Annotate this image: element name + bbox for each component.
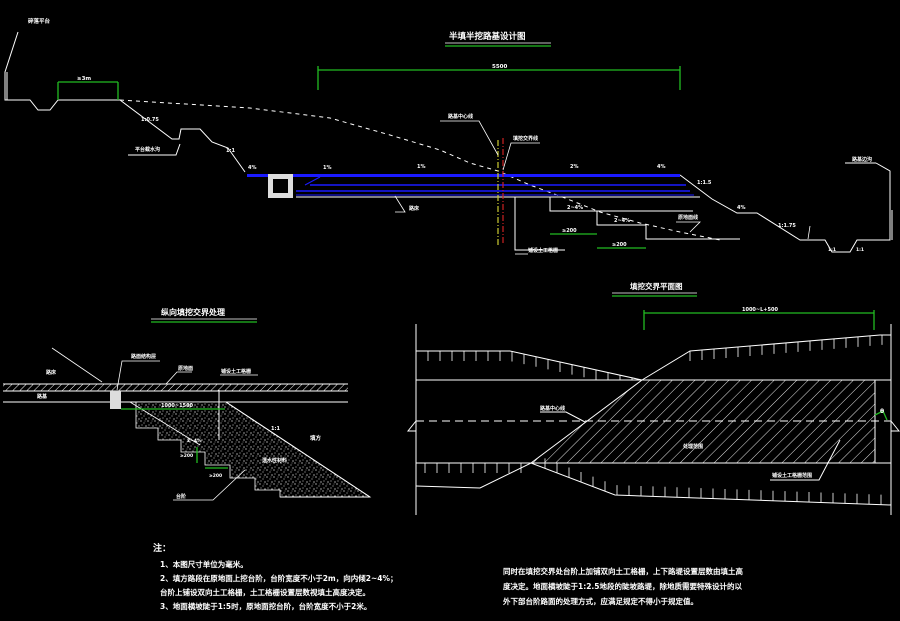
- pavement-hatched-layer: [3, 384, 348, 391]
- step-width-label: ≥200: [209, 473, 222, 479]
- base-label: 路床: [409, 205, 420, 212]
- left-ditch-base: [128, 143, 181, 156]
- note-item-2: 2、填方路段在原地面上挖台阶，台阶宽度不小于2m，向内倾2~4%；: [160, 574, 398, 583]
- right-note-3: 外下部台阶路面的处理方式，应满足规定不得小于规定值。: [503, 597, 698, 606]
- geogrid-label: 铺设土工格栅: [528, 247, 558, 254]
- base-label-left: 路基: [37, 393, 48, 400]
- plan-centerline-label: 路基中心线: [540, 405, 565, 412]
- pavement-top: [247, 174, 680, 177]
- pavement-ramp: [304, 176, 321, 186]
- cut-slope-label: 1:0.75: [141, 117, 159, 123]
- slope-label-2: 1%: [417, 164, 426, 170]
- step-height-label: ≥200: [180, 453, 193, 459]
- top-left-label: 碎落平台: [28, 17, 51, 25]
- left-terrain-line: [4, 31, 246, 173]
- hachures: [424, 334, 883, 505]
- right-note-1: 同时在填挖交界处台阶上加铺双向土工格栅，上下路堤设置层数由填土高: [503, 567, 743, 576]
- fill-label: 填方: [310, 434, 322, 442]
- cross-section-title: 半填半挖路基设计图: [449, 31, 526, 42]
- notes-heading: 注：: [153, 544, 172, 554]
- ditch-slope-1: 1:1: [828, 247, 836, 253]
- length-dim-label: 1000~1500: [161, 403, 194, 409]
- note-item-1: 1、本图尺寸单位为毫米。: [160, 560, 248, 569]
- drain-block: [110, 391, 121, 409]
- surface-label: 原地面: [178, 365, 193, 372]
- plan-length-label: 1000~L+500: [742, 307, 778, 313]
- right-top-label: 路基边沟: [852, 156, 872, 163]
- slope-label-4: 4%: [657, 164, 666, 170]
- step-width-2: ≥200: [612, 242, 627, 248]
- cross-section: [4, 31, 893, 253]
- longitudinal-title: 纵向填挖交界处理: [161, 307, 225, 317]
- slope-label-1: 1%: [323, 165, 332, 171]
- slope-label-3: 2%: [570, 164, 579, 170]
- slope-1-label: 1:1: [226, 148, 235, 154]
- platform-dim-label: ≥3m: [77, 76, 91, 82]
- backfill-area: [135, 401, 372, 498]
- drain-label: 路面结构层: [131, 353, 156, 360]
- slope-label-left: 1:1: [271, 426, 280, 432]
- longitudinal-section: 纵向填挖交界处理 路面结构层 路床 路基 原地面 铺设土工格栅 1000~150…: [3, 307, 372, 501]
- step-slope-label: 2~4%: [187, 438, 202, 444]
- angle-label: θ: [880, 408, 884, 415]
- fill-step-2: [596, 211, 740, 240]
- step-slope-1: 2~4%: [567, 205, 583, 211]
- right-note-2: 度决定。地面横坡陡于1:2.5地段的陡坡路堤，除地质需要特殊设计的以: [503, 582, 743, 591]
- plan-title: 填挖交界平面图: [630, 281, 683, 291]
- ditch-label: 平台截水沟: [135, 146, 160, 153]
- geogrid-label-left: 铺设土工格栅: [221, 368, 251, 375]
- original-ground-label: 原地面线: [678, 214, 698, 221]
- pavement-layers: [247, 174, 694, 196]
- step-note-label: 台阶: [176, 493, 187, 500]
- drain-box: [268, 174, 293, 198]
- note-item-4: 3、地面横坡陡于1:5时，原地面挖台阶，台阶宽度不小于2米。: [160, 602, 372, 611]
- side-platform-label: 4%: [737, 205, 746, 211]
- dimensions-top: [57, 45, 681, 249]
- plan-view: 填挖交界平面图 1000~L+500 路基中心线 处理范围 铺设土工格栅范围 θ: [406, 281, 900, 515]
- road-label: 路床: [46, 369, 57, 376]
- cross-section-text: 半填半挖路基设计图 5500 ≥3m 碎落平台 1:0.75 平台截水沟 1:1…: [28, 17, 872, 254]
- centerline-label: 路基中心线: [448, 113, 473, 120]
- lower-slope-label: 1:1.75: [778, 223, 796, 229]
- width-dim-label: 5500: [492, 64, 507, 70]
- ditch-slope-2: 1:1: [856, 247, 864, 253]
- grid-range-label: 铺设土工格栅范围: [772, 472, 812, 479]
- fill-slope-label: 1:1.5: [697, 180, 712, 186]
- slope-label-0: 4%: [248, 165, 257, 171]
- step-slope-2: 2~4%: [614, 218, 630, 224]
- fill-step-1: [549, 197, 693, 212]
- fill-steps: [514, 197, 565, 251]
- backfill-label: 透水性材料: [262, 457, 287, 464]
- treatment-area-label: 处理范围: [682, 443, 703, 450]
- right-fill-slope: [679, 162, 891, 253]
- step-width-1: ≥200: [562, 228, 577, 234]
- note-item-3: 台阶上铺设双向土工格栅，土工格栅设置层数视填土高度决定。: [160, 588, 370, 597]
- fill-cut-label: 填挖交界线: [513, 135, 538, 142]
